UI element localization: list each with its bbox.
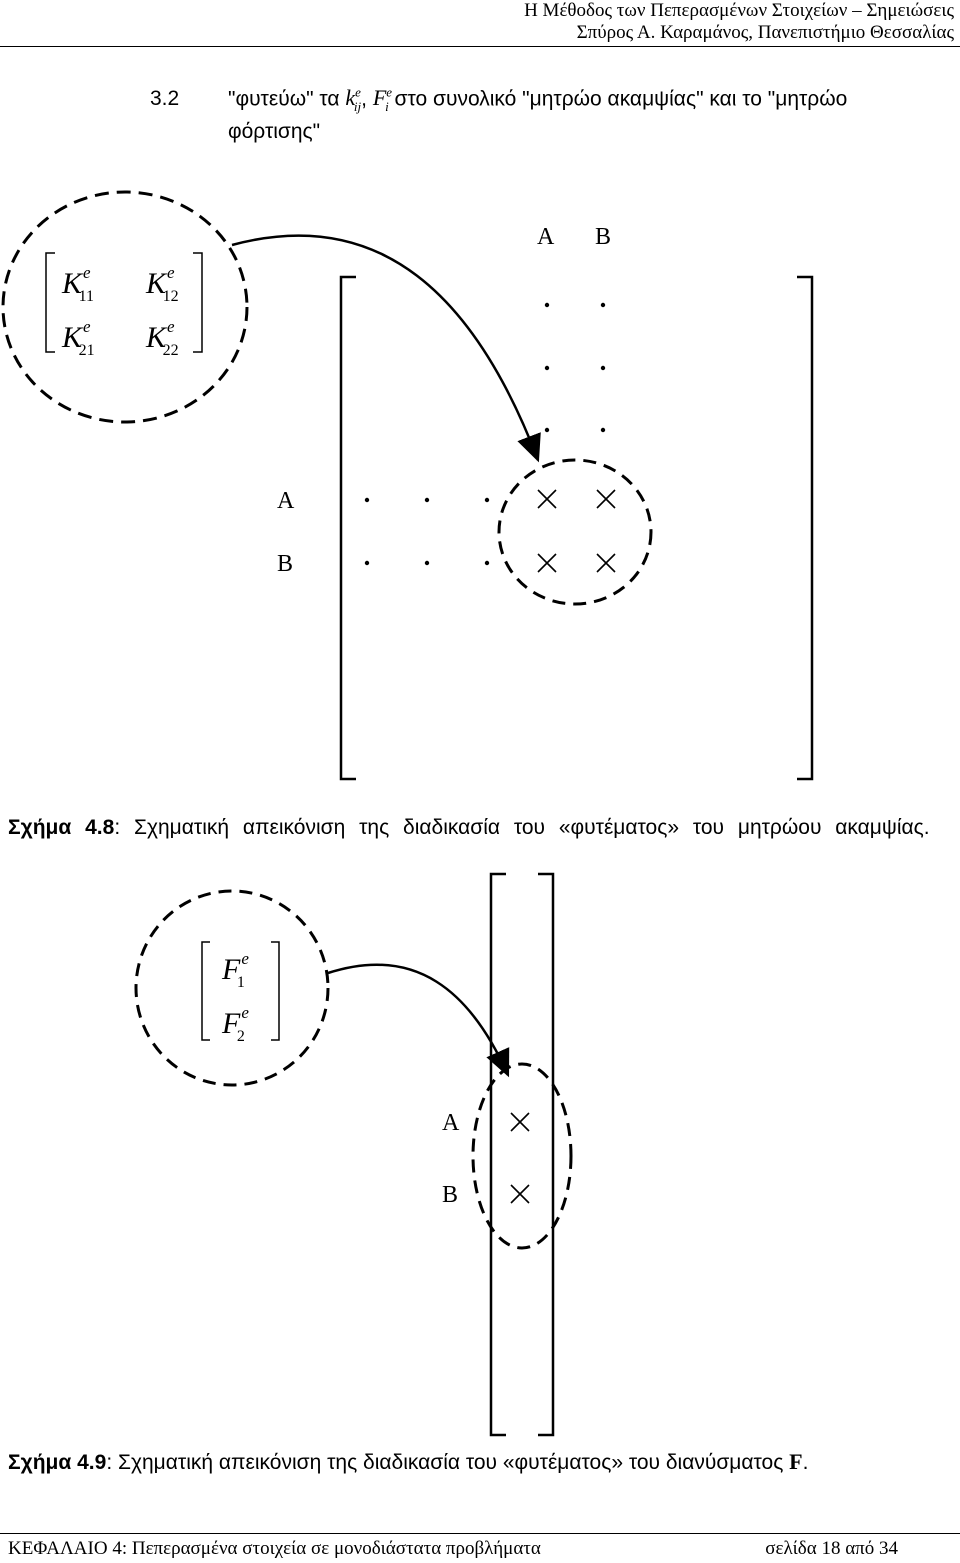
local-vector-right-bracket <box>271 941 280 1041</box>
comma: , <box>361 87 367 111</box>
entry-K21: Ke21 <box>62 317 95 359</box>
local-vector-left-bracket <box>201 941 210 1041</box>
header-rule <box>0 46 960 47</box>
vector-row-label-A: A <box>442 1110 460 1136</box>
vector-insertion-arrow <box>327 963 510 1078</box>
section-text-after: στο συνολικό "μητρώο ακαμψίας" και το "μ… <box>394 87 848 111</box>
row-dots <box>364 497 490 566</box>
crosses-global-matrix <box>537 489 616 573</box>
target-dashed-circle <box>497 458 653 606</box>
footer-chapter: ΚΕΦΑΛΑΙΟ 4: Πεπερασμένα στοιχεία σε μονο… <box>8 1538 541 1559</box>
row-label-A: A <box>277 488 295 514</box>
section-text-before: "φυτεύω" τα <box>228 87 340 111</box>
footer-rule <box>0 1533 960 1534</box>
global-vector-right-bracket <box>538 872 555 1437</box>
caption-label: Σχήμα 4.9 <box>8 1451 107 1474</box>
local-vector-dashed-circle <box>134 889 330 1087</box>
section-heading: 3.2 "φυτεύω" τα keij, Fei στο συνολικό "μ… <box>150 78 950 122</box>
entry-F1: Fe1 <box>222 949 249 991</box>
vector-target-dashed-circle <box>471 1062 573 1250</box>
header-line-1: Η Μέθοδος των Πεπερασμένων Στοιχείων – Σ… <box>524 0 954 21</box>
caption-text: : Σχηματική απεικόνιση της διαδικασία το… <box>106 1451 784 1474</box>
running-header: Η Μέθοδος των Πεπερασμένων Στοιχείων – Σ… <box>524 0 954 44</box>
footer-page-number: σελίδα 18 από 34 <box>765 1538 898 1559</box>
local-matrix-right-bracket <box>193 252 203 353</box>
figure-4-9-caption: Σχήμα 4.9: Σχηματική απεικόνιση της διαδ… <box>8 1447 953 1478</box>
entry-K11: Ke11 <box>62 263 94 305</box>
insertion-arrow <box>231 234 541 463</box>
column-label-A: A <box>537 224 555 250</box>
header-line-2: Σπύρος Α. Καραμάνος, Πανεπιστήμιο Θεσσαλ… <box>576 22 954 43</box>
symbol-k: keij <box>345 85 362 114</box>
vector-row-label-B: B <box>442 1182 459 1208</box>
entry-K22: Ke22 <box>146 317 179 359</box>
column-label-B: B <box>595 224 612 250</box>
row-label-B: B <box>277 551 294 577</box>
figure-4-8-caption: Σχήμα 4.8: Σχηματική απεικόνιση της διαδ… <box>8 813 953 843</box>
local-matrix-left-bracket <box>45 252 55 353</box>
section-text-line2: φόρτισης" <box>228 120 321 143</box>
crosses-global-vector <box>510 1112 530 1204</box>
global-vector-left-bracket <box>489 872 506 1437</box>
global-matrix-left-bracket <box>339 275 356 781</box>
entry-K12: Ke12 <box>146 263 179 305</box>
column-dots <box>544 302 606 433</box>
local-matrix-dashed-circle <box>1 190 249 424</box>
caption-text: : Σχηματική απεικόνιση της διαδικασία το… <box>114 816 930 839</box>
vector-symbol-F: F <box>789 1449 803 1474</box>
caption-end: . <box>802 1451 809 1474</box>
section-number: 3.2 <box>150 87 180 111</box>
symbol-F: Fei <box>372 85 393 114</box>
caption-label: Σχήμα 4.8 <box>8 816 115 839</box>
entry-F2: Fe2 <box>222 1003 249 1045</box>
global-matrix-right-bracket <box>797 275 814 781</box>
